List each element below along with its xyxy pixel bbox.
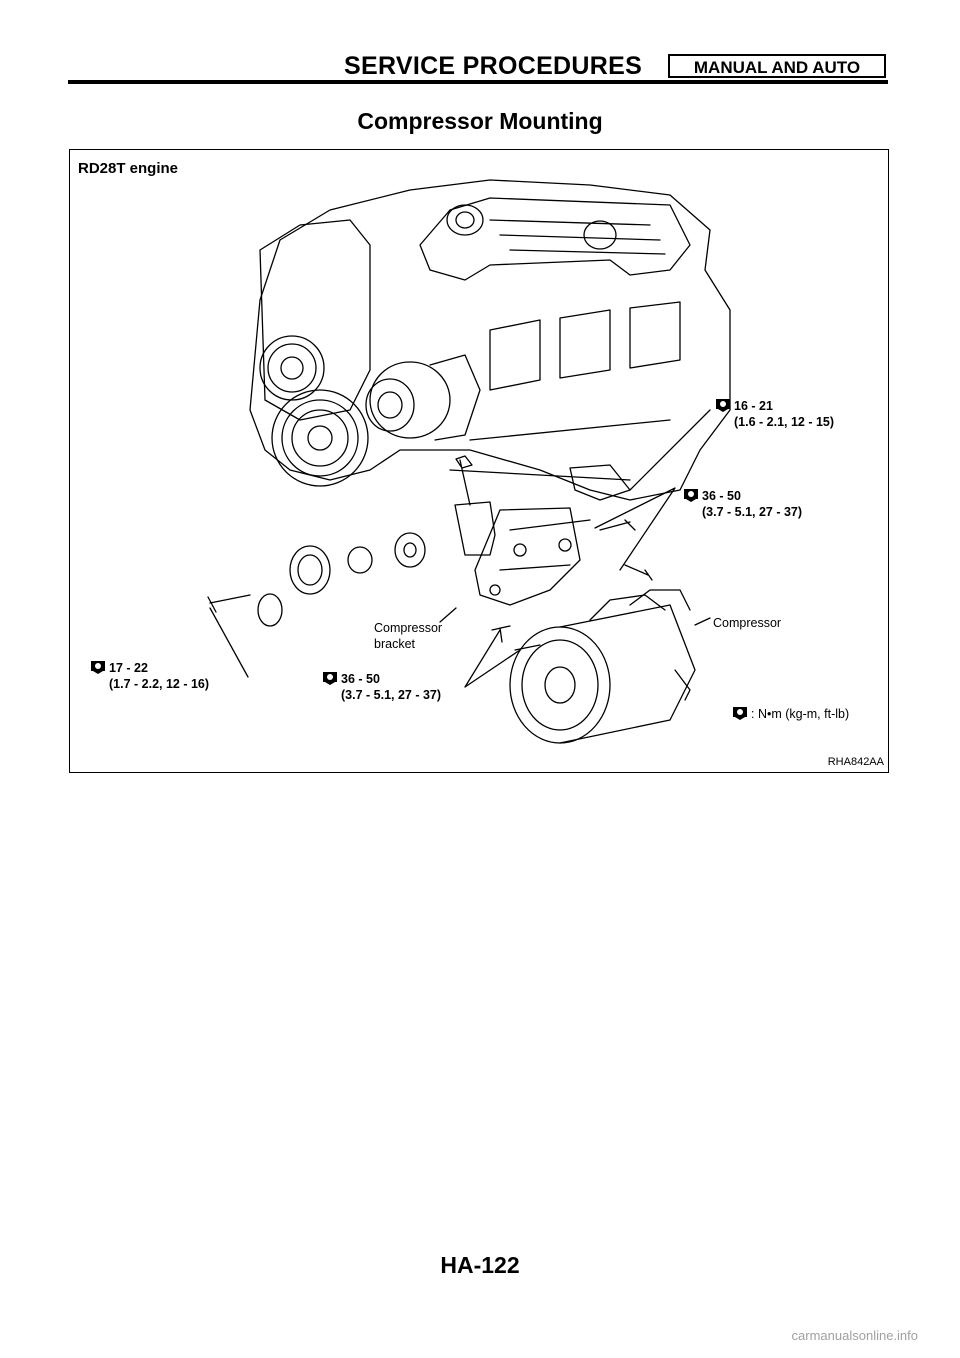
figure-label: RD28T engine bbox=[78, 160, 179, 177]
figure-code: RHA842AA bbox=[827, 756, 884, 768]
torque-wrench-icon bbox=[715, 398, 731, 412]
torque-wrench-icon bbox=[90, 660, 106, 674]
engine-illustration bbox=[207, 179, 731, 744]
callout-compressor: Compressor bbox=[713, 616, 782, 630]
page-number: HA-122 bbox=[440, 1252, 520, 1278]
torque-wrench-icon bbox=[322, 671, 338, 685]
callout-pulley-bolt: 17 - 22 (1.7 - 2.2, 12 - 16) bbox=[90, 660, 209, 692]
torque-legend: : N•m (kg-m, ft-lb) bbox=[732, 706, 849, 722]
watermark: carmanualsonline.info bbox=[791, 1328, 918, 1343]
header-rule bbox=[68, 80, 888, 84]
section-title: Compressor Mounting bbox=[357, 108, 603, 134]
callout-bracket-bolts: 36 - 50 (3.7 - 5.1, 27 - 37) bbox=[683, 488, 802, 520]
figure-frame: RD28T engine 16 - 21 (1.6 - 2.1, 12 - 15… bbox=[69, 149, 889, 773]
header-title: SERVICE PROCEDURES bbox=[344, 52, 643, 80]
callout-upper-bracket-bolt: 16 - 21 (1.6 - 2.1, 12 - 15) bbox=[715, 398, 834, 430]
torque-wrench-icon bbox=[732, 706, 748, 720]
torque-wrench-icon bbox=[683, 488, 699, 502]
header-badge: MANUAL AND AUTO bbox=[668, 54, 886, 78]
callout-compressor-bracket: Compressor bracket bbox=[374, 621, 443, 651]
callout-compressor-bolts: 36 - 50 (3.7 - 5.1, 27 - 37) bbox=[322, 671, 441, 703]
